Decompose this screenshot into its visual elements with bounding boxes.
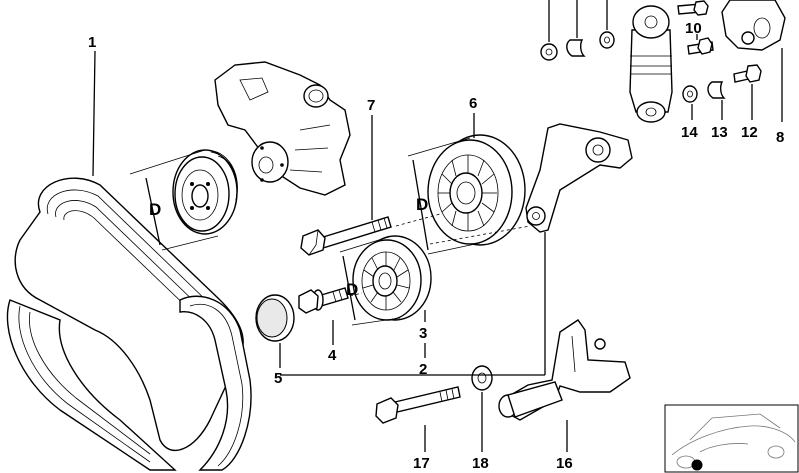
part-label-1[interactable]: 1 <box>88 34 96 51</box>
crankshaft-pulley <box>172 149 238 235</box>
bottom-hex-bolt[interactable] <box>375 386 461 424</box>
vehicle-location-inset <box>664 404 799 473</box>
part-label-3[interactable]: 3 <box>419 325 427 342</box>
deflection-pulley[interactable] <box>352 235 432 321</box>
part-label-8[interactable]: 8 <box>776 129 784 146</box>
part-label-17[interactable]: 17 <box>413 455 430 472</box>
hydraulic-tensioner <box>629 5 673 123</box>
short-hex-bolt[interactable] <box>298 287 349 314</box>
part-label-10[interactable]: 10 <box>685 20 702 37</box>
dimension-label-tensioner: D <box>416 195 428 214</box>
bracket-top-right[interactable] <box>721 0 786 51</box>
protection-cap[interactable] <box>255 294 295 342</box>
part-label-16[interactable]: 16 <box>556 455 573 472</box>
ribbed-v-belt[interactable] <box>6 177 252 471</box>
bottom-washer[interactable] <box>471 365 493 391</box>
water-pump-housing <box>214 61 351 196</box>
leader-lines <box>92 0 783 452</box>
part-label-5[interactable]: 5 <box>274 370 282 387</box>
part-label-13[interactable]: 13 <box>711 124 728 141</box>
part-label-18[interactable]: 18 <box>472 455 489 472</box>
part-label-14[interactable]: 14 <box>681 124 698 141</box>
dimension-label-crank: D <box>149 200 161 219</box>
tensioner-pulley[interactable] <box>427 134 526 246</box>
location-marker-icon <box>691 459 703 471</box>
top-hardware <box>540 0 762 103</box>
part-label-7[interactable]: 7 <box>367 97 375 114</box>
long-hex-bolt[interactable] <box>300 216 392 256</box>
part-label-6[interactable]: 6 <box>469 95 477 112</box>
holder[interactable] <box>498 319 631 421</box>
tensioner-arm <box>525 123 633 233</box>
part-label-4[interactable]: 4 <box>328 347 337 364</box>
dimension-label-deflection: D <box>346 280 358 299</box>
part-label-2[interactable]: 2 <box>419 361 427 378</box>
part-label-12[interactable]: 12 <box>741 124 758 141</box>
